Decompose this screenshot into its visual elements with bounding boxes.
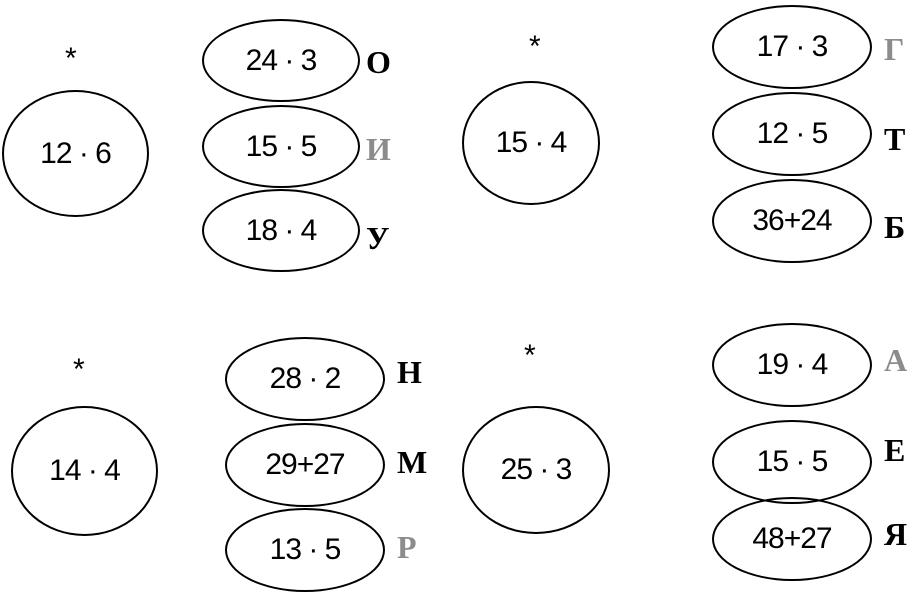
source-expression-1: 12 · 6: [2, 90, 149, 217]
option-expression-3-1: 28 · 2: [225, 337, 385, 421]
option-letter-4-3: Я: [884, 516, 908, 552]
option-expression-3-3: 13 · 5: [225, 508, 385, 592]
option-expression-4-1: 19 · 4: [712, 323, 872, 407]
option-letter-1-3: У: [366, 220, 390, 256]
option-letter-3-2: М: [397, 444, 428, 480]
option-expression-4-2: 15 · 5: [712, 420, 872, 504]
option-expression-1-1: 24 · 3: [202, 19, 360, 102]
star-marker-2: *: [529, 30, 541, 63]
option-letter-2-3: Б: [884, 209, 906, 245]
option-letter-1-1: О: [366, 44, 391, 80]
option-expression-2-1: 17 · 3: [712, 5, 872, 89]
option-expression-1-2: 15 · 5: [202, 105, 360, 188]
option-expression-3-2: 29+27: [225, 423, 385, 507]
source-expression-4: 25 · 3: [462, 406, 610, 534]
option-letter-2-1: Г: [884, 31, 905, 67]
option-expression-2-3: 36+24: [712, 179, 872, 263]
option-letter-3-1: Н: [397, 354, 422, 390]
option-expression-1-3: 18 · 4: [202, 189, 360, 272]
source-expression-3: 14 · 4: [11, 406, 158, 536]
option-letter-1-2: И: [366, 131, 391, 167]
source-expression-2: 15 · 4: [462, 81, 600, 205]
star-marker-4: *: [524, 339, 536, 372]
star-marker-3: *: [73, 353, 85, 386]
option-letter-4-1: А: [884, 342, 908, 378]
option-expression-2-2: 12 · 5: [712, 92, 872, 176]
star-marker-1: *: [65, 42, 77, 75]
option-letter-2-2: Т: [884, 121, 906, 157]
option-letter-3-3: Р: [397, 529, 417, 565]
option-expression-4-3: 48+27: [712, 497, 872, 581]
option-letter-4-2: Е: [884, 432, 906, 468]
